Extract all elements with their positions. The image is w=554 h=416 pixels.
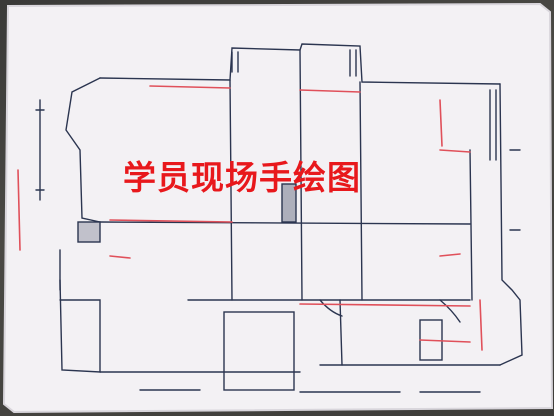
paper-sheet [4,4,552,412]
room-pillar [281,183,297,223]
overlay-title: 学员现场手绘图 [123,158,361,197]
red-line-right [439,99,471,153]
wall-interior-2 [299,49,303,301]
room-window-left [77,221,101,243]
red-line-right-lower [479,299,483,351]
wall-interior-3 [359,81,363,301]
window-right [489,89,497,161]
window-top [231,49,357,77]
wall-right [499,83,523,366]
wall-interior-1 [229,79,233,301]
door-arc-1 [319,299,343,317]
wall-bottom [99,364,501,373]
red-line-marks [109,253,461,259]
red-line-left-margin [17,169,21,251]
wall-kitchen [339,299,343,366]
wall-left-bay [65,77,101,223]
wall-mid-horizontal [99,221,471,225]
red-line-lower [299,303,471,343]
dimension-ticks [35,99,521,393]
door-arc-2 [439,299,461,323]
red-line-mid [109,219,233,223]
wall-top-left [99,43,501,85]
red-line-upper [149,85,361,93]
room-bathroom [223,311,295,391]
wall-interior-4 [469,149,473,301]
